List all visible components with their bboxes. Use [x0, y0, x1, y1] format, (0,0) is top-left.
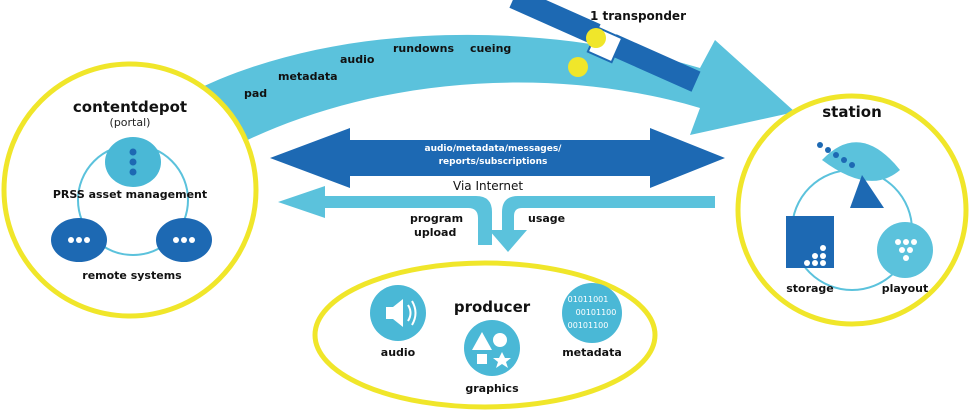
asset-management-label: PRSS asset management: [53, 188, 207, 201]
producer-panel: producer audio graphics 01011001 0010110…: [312, 260, 658, 410]
contentdepot-title: contentdepot: [73, 98, 187, 116]
usage-arrow: [489, 196, 715, 252]
binary-line-2: 00101100: [576, 308, 617, 317]
binary-line-1: 01011001: [568, 295, 609, 304]
satellite-icon: [509, 0, 701, 92]
producer-graphics-label: graphics: [465, 382, 519, 395]
playout-label: playout: [882, 282, 929, 295]
arc-label-rundowns: rundowns: [393, 42, 455, 55]
program-upload-arrow: [278, 186, 492, 245]
producer-metadata-label: metadata: [562, 346, 622, 359]
arc-label-metadata: metadata: [278, 70, 338, 83]
transponder-label: 1 transponder: [590, 9, 686, 23]
storage-icon: [786, 216, 834, 268]
producer-title: producer: [454, 298, 531, 316]
arc-label-cueing: cueing: [470, 42, 511, 55]
metadata-binary-icon: 01011001 00101100 00101100: [562, 283, 622, 343]
contentdepot-panel: contentdepot (portal) PRSS asset managem…: [1, 61, 259, 319]
playout-icon: [877, 222, 933, 278]
arc-label-audio: audio: [340, 53, 375, 66]
binary-line-3: 00101100: [568, 321, 609, 330]
upload-line1: program: [410, 212, 463, 225]
upload-line2: upload: [414, 226, 456, 239]
double-arrow-line2: reports/subscriptions: [439, 157, 548, 167]
contentdepot-subtitle: (portal): [110, 116, 151, 129]
usage-label: usage: [528, 212, 565, 225]
storage-label: storage: [786, 282, 834, 295]
internet-double-arrow: [270, 128, 725, 188]
producer-audio-label: audio: [381, 346, 416, 359]
speaker-icon: [370, 285, 426, 341]
satellite-dish-icon: [817, 142, 900, 208]
graphics-icon: [464, 320, 520, 376]
via-internet-label: Via Internet: [453, 179, 523, 193]
remote-systems-label: remote systems: [82, 269, 182, 282]
station-panel: station storage playout: [735, 93, 969, 327]
double-arrow-line1: audio/metadata/messages/: [425, 144, 563, 154]
arc-label-pad: pad: [244, 87, 267, 100]
station-title: station: [822, 103, 882, 121]
